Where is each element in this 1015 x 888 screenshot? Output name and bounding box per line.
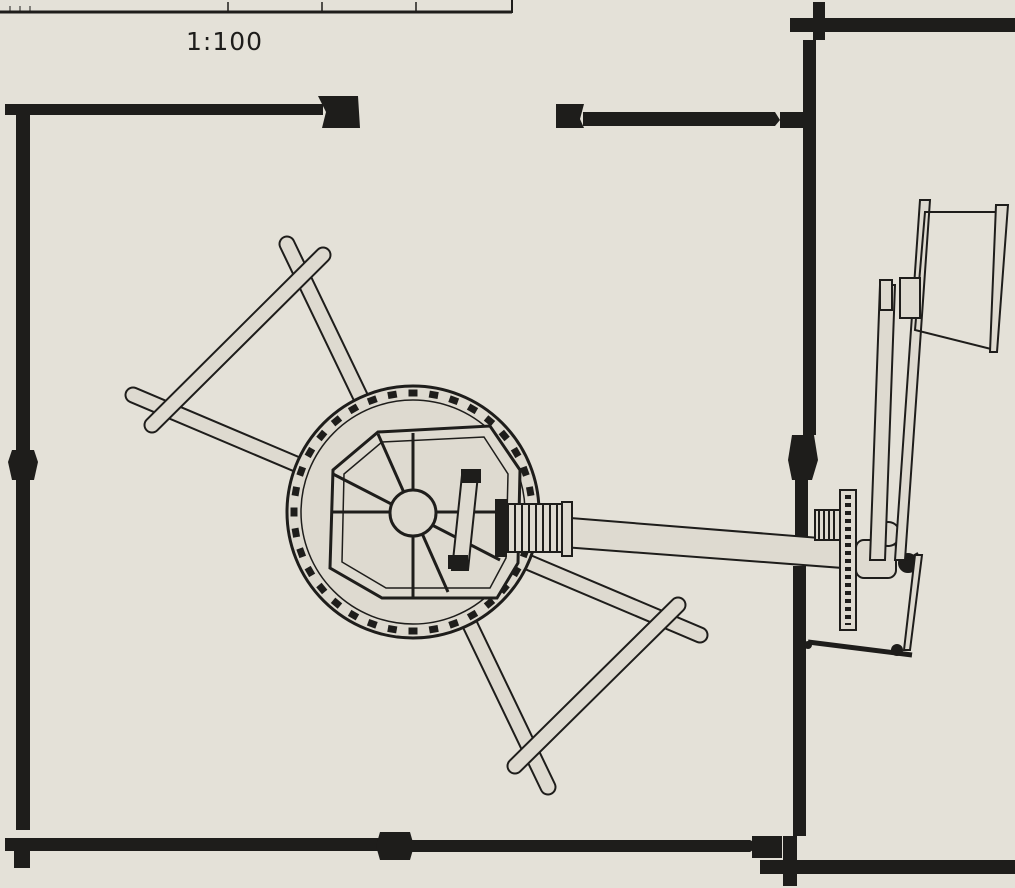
wheel-cog <box>296 547 307 559</box>
wheel-cog <box>498 429 510 442</box>
wheel-cog <box>448 395 460 406</box>
wheel-cog <box>408 627 418 635</box>
wheel-cog <box>366 618 378 629</box>
wheel-cog <box>408 389 418 397</box>
scale-label: 1:100 <box>186 27 264 56</box>
wall-joint <box>318 96 360 128</box>
wheel-hub <box>388 488 438 538</box>
wheel-cog <box>304 565 316 578</box>
wheel-cog <box>466 609 479 621</box>
wheel-cog <box>290 507 298 517</box>
wheel-cog <box>510 565 522 578</box>
wheel-cog <box>330 415 343 427</box>
wheel-cog <box>366 395 378 406</box>
wall-joint <box>788 435 818 480</box>
wheel-cog <box>347 403 360 415</box>
lantern-pinion <box>495 499 573 557</box>
wheel-cog <box>330 597 343 609</box>
wheel-cog <box>347 609 360 621</box>
mill-mechanism <box>124 199 1010 796</box>
wheel-cog <box>483 597 496 609</box>
wheel-cog <box>466 403 479 415</box>
wheel-cog <box>428 390 439 400</box>
scale-bar <box>0 0 513 14</box>
wall-top-left <box>5 104 323 115</box>
wheel-cog <box>291 486 301 497</box>
wall-left <box>16 115 30 450</box>
wheel-cog <box>387 390 398 400</box>
wheel-cog <box>296 465 307 477</box>
wheel-cog <box>291 527 301 538</box>
wheel-cog <box>448 618 460 629</box>
wheel-cog <box>483 415 496 427</box>
wheel-cog <box>304 446 316 459</box>
right-machinery <box>804 199 1010 658</box>
wall-joint <box>376 832 414 860</box>
wall-right <box>803 40 816 435</box>
wheel-cog <box>316 582 328 595</box>
wheel-cog <box>387 624 398 634</box>
foot-lever <box>902 554 924 651</box>
wheel-cog <box>510 446 522 459</box>
wheel-cog <box>428 624 439 634</box>
walls <box>5 2 1015 886</box>
wall-joint <box>8 450 38 480</box>
wheel-cog <box>525 486 535 497</box>
wall-bottom <box>5 838 385 851</box>
upright-post <box>868 284 897 561</box>
wall-joint <box>556 104 584 128</box>
wheel-cog <box>316 429 328 442</box>
wheel-cog <box>519 465 530 477</box>
wall-top-right <box>583 112 780 126</box>
